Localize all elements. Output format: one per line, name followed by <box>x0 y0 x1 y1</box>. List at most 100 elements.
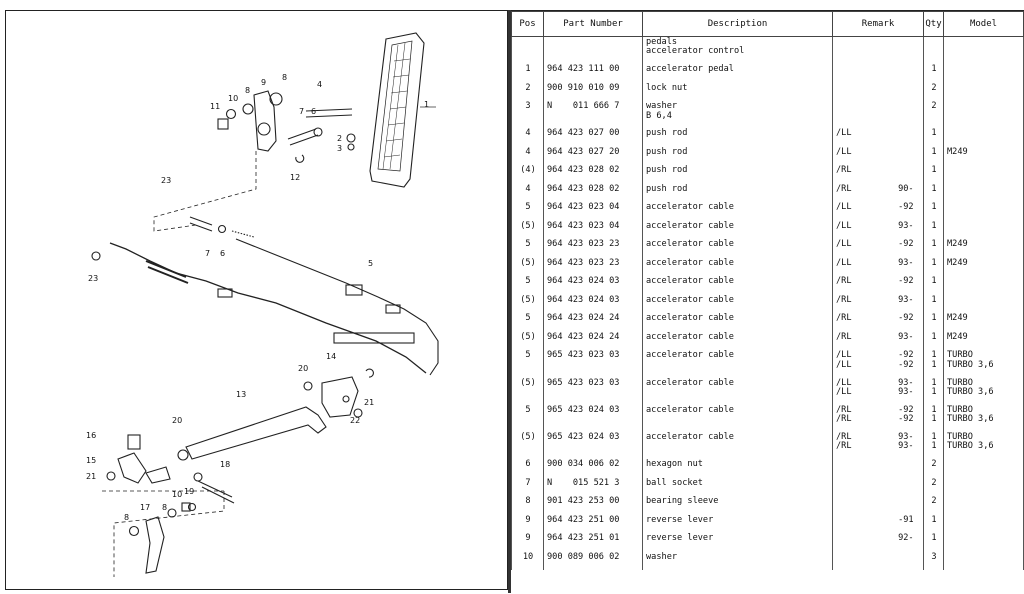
callout-label: 22 <box>350 416 360 425</box>
cell-remark: /LL 93- /LL 93- <box>832 377 924 405</box>
cell-model <box>943 82 1024 102</box>
cell-model <box>943 183 1024 203</box>
callout-label: 19 <box>184 487 194 496</box>
cell-qty: 3 <box>923 551 944 571</box>
cell-qty: 1 <box>923 183 944 203</box>
cell-pos: (5) <box>511 294 544 314</box>
cell-remark: /RL -92 <box>832 276 924 295</box>
cell-description: push rod <box>642 128 833 147</box>
cell-part-number: 964 423 028 02 <box>543 183 643 203</box>
cell-model <box>943 514 1024 534</box>
cell-pos: 9 <box>511 533 544 552</box>
cell-part-number: 964 423 024 24 <box>543 331 643 351</box>
cell-pos: 5 <box>511 350 544 378</box>
cell-description: washer B 6,4 <box>642 101 833 129</box>
cell-description: ball socket <box>642 477 833 497</box>
cell-part-number: 901 423 253 00 <box>543 496 643 515</box>
cell-qty: 1 1 <box>923 350 944 378</box>
cell-model <box>943 101 1024 129</box>
cell-pos: 4 <box>511 183 544 203</box>
cell-qty: 2 <box>923 459 944 478</box>
cell-description: accelerator cable <box>642 331 833 351</box>
cell-pos <box>511 36 544 65</box>
cell-part-number: 965 423 024 03 <box>543 404 643 432</box>
cell-qty: 1 1 <box>923 404 944 432</box>
cell-model: M249 <box>943 257 1024 277</box>
cell-pos: (5) <box>511 331 544 351</box>
cell-pos: (5) <box>511 377 544 405</box>
cell-qty: 2 <box>923 477 944 497</box>
callout-label: 20 <box>298 364 308 373</box>
cell-pos: 5 <box>511 313 544 332</box>
cell-qty: 1 <box>923 514 944 534</box>
cell-remark: /RL <box>832 165 924 184</box>
cell-qty: 1 <box>923 146 944 166</box>
cell-model <box>943 220 1024 240</box>
cell-model <box>943 533 1024 552</box>
cell-qty: 1 <box>923 313 944 332</box>
cell-remark <box>832 82 924 102</box>
cell-description: accelerator cable <box>642 257 833 277</box>
callout-label: 21 <box>86 472 96 481</box>
cell-model <box>943 202 1024 221</box>
callout-label: 2 <box>337 134 342 143</box>
callout-label: 8 <box>245 86 250 95</box>
callout-label: 8 <box>162 503 167 512</box>
cell-remark <box>832 496 924 515</box>
cell-description: accelerator cable <box>642 377 833 405</box>
cell-remark: /LL -92 <box>832 202 924 221</box>
exploded-parts-diagram: 1 2 3 4 5 6 6 7 7 8 8 8 8 9 10 10 11 12 … <box>5 10 508 590</box>
cell-part-number: 964 423 251 01 <box>543 533 643 552</box>
cell-description: accelerator cable <box>642 202 833 221</box>
cell-remark: -91 <box>832 514 924 534</box>
callout-label: 15 <box>86 456 96 465</box>
cell-remark: /RL 93- <box>832 331 924 351</box>
cell-pos: 5 <box>511 276 544 295</box>
callout-label: 11 <box>210 102 220 111</box>
callout-labels: 1 2 3 4 5 6 6 7 7 8 8 8 8 9 10 10 11 12 … <box>86 73 429 522</box>
cell-part-number: 900 034 006 02 <box>543 459 643 478</box>
cell-remark: /LL <box>832 146 924 166</box>
callout-label: 10 <box>228 94 238 103</box>
cell-part-number: 964 423 251 00 <box>543 514 643 534</box>
cell-part-number: 964 423 027 20 <box>543 146 643 166</box>
cell-model <box>943 496 1024 515</box>
callout-label: 14 <box>326 352 336 361</box>
reverse-lever-drawing <box>253 90 277 152</box>
cell-remark <box>832 551 924 571</box>
cell-pos: 5 <box>511 202 544 221</box>
cell-description: push rod <box>642 165 833 184</box>
cell-pos: (5) <box>511 431 544 460</box>
cell-pos: 2 <box>511 82 544 102</box>
cell-model: M249 <box>943 331 1024 351</box>
cell-part-number: 964 423 024 03 <box>543 294 643 314</box>
cell-qty: 1 <box>923 294 944 314</box>
cell-remark: /RL -92 <box>832 313 924 332</box>
cell-qty: 2 <box>923 496 944 515</box>
column-header-pos: Pos <box>511 11 544 37</box>
column-header-part-number: Part Number <box>543 11 643 37</box>
callout-label: 20 <box>172 416 182 425</box>
cell-pos: 4 <box>511 146 544 166</box>
cell-qty: 1 <box>923 533 944 552</box>
cell-qty: 1 1 <box>923 431 944 460</box>
callout-label: 8 <box>282 73 287 82</box>
cell-model: TURBO TURBO 3,6 <box>943 350 1024 378</box>
cell-pos: 5 <box>511 239 544 258</box>
callout-label: 21 <box>364 398 374 407</box>
cell-model <box>943 128 1024 147</box>
cell-part-number: 964 423 024 03 <box>543 276 643 295</box>
cell-pos: 10 <box>511 551 544 571</box>
column-header-qty: Qty <box>923 11 944 37</box>
